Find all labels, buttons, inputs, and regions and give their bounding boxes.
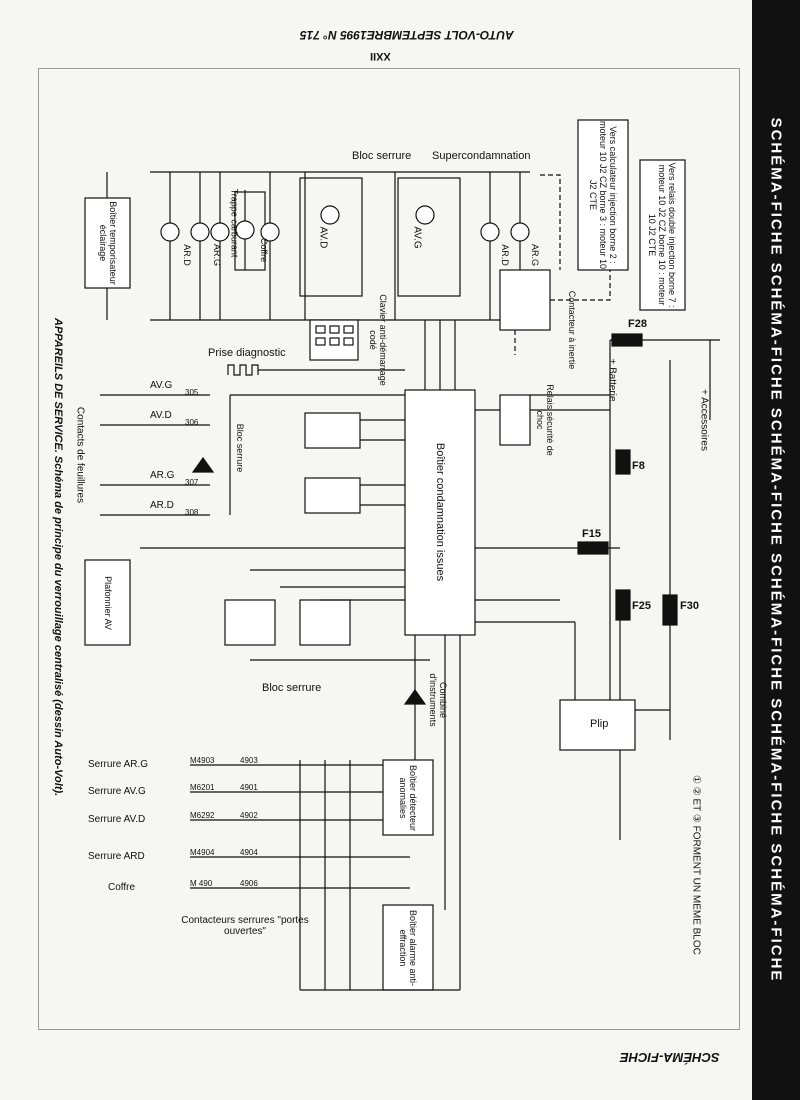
label-bloc-serrure-bottom: Bloc serrure — [262, 682, 322, 694]
label-central-box: Boîtier condamnation issues — [434, 442, 446, 582]
top-motors — [160, 172, 530, 320]
serrure-label-1: Serrure AV.G — [88, 786, 146, 797]
serrure-m2-2: M6292 — [190, 811, 215, 820]
switch-label-avg: AV.G — [150, 380, 173, 391]
footer-label: SCHÉMA-FICHE — [620, 1050, 720, 1065]
serrure-m2-0: M4903 — [190, 756, 215, 765]
relais-securite — [475, 394, 610, 446]
motor-label-arg-left: AR.G — [212, 243, 223, 267]
fuse-f8: F8 — [632, 460, 645, 472]
serrure-label-3: Serrure ARD — [88, 851, 145, 862]
label-relais-secu: Relais sécurité de choc — [535, 384, 555, 456]
serrure-m2-4: M 490 — [190, 879, 213, 888]
label-contacteurs-serrures: Contacteurs serrures "portes ouvertes" — [181, 915, 309, 937]
label-relais-injection: Vers relais double injection borne 7 : m… — [647, 162, 677, 308]
left-switches — [100, 394, 231, 516]
switch-label-ard: AR.D — [150, 500, 174, 511]
motor-label-avg-top: AV.G — [411, 226, 423, 249]
diagram-frame — [38, 68, 740, 1030]
serrure-m2-1: M6201 — [190, 783, 215, 792]
serrure-wire-1: 4901 — [240, 783, 258, 792]
serrure-wire-4: 4906 — [240, 879, 258, 888]
label-alarme: Boîtier alarme anti-effraction — [398, 909, 418, 987]
label-batterie: + Batterie — [606, 358, 618, 402]
label-combine: Combiné d'instruments — [428, 673, 448, 727]
mid-locks — [140, 394, 405, 549]
label-contacts-feuillures: Contacts de feuillures — [74, 406, 86, 504]
side-strip: SCHÉMA-FICHE SCHÉMA-FICHE SCHÉMA-FICHE S… — [752, 0, 800, 1100]
lower-locks — [84, 559, 430, 661]
switch-label-arg: AR.G — [150, 470, 175, 481]
label-boitier-temp: Boîtier temporisateur éclairage — [98, 201, 118, 285]
serrure-label-0: Serrure AR.G — [88, 759, 149, 770]
serrure-label-4: Coffre — [108, 882, 136, 893]
label-contacteur-inertie: Contacteur à inertie — [567, 290, 577, 370]
fuse-f30: F30 — [680, 600, 699, 612]
lower-boxes — [190, 635, 461, 991]
motor-label-avd-top: AV.D — [317, 226, 329, 249]
switch-wire-307: 307 — [185, 478, 199, 487]
switch-wire-305: 305 — [185, 388, 199, 397]
fuse-f25: F25 — [632, 600, 651, 612]
label-bloc-serrure-left: Bloc serrure — [235, 423, 245, 473]
motor-label-arg-right: AR.G — [530, 243, 541, 267]
label-prise-diagnostic: Prise diagnostic — [208, 347, 286, 359]
fuse-f28: F28 — [628, 318, 647, 330]
label-supercondamnation: Supercondamnation — [432, 150, 531, 162]
side-strip-text: SCHÉMA-FICHE SCHÉMA-FICHE SCHÉMA-FICHE S… — [767, 117, 785, 983]
switch-wire-306: 306 — [185, 418, 199, 427]
caption: APPAREILS DE SERVICE. Schéma de principe… — [52, 318, 64, 797]
label-clavier: Clavier anti-démarrage codé — [368, 294, 388, 386]
motor-label-coffre: Coffre — [259, 237, 270, 263]
fuse-f15: F15 — [582, 528, 601, 540]
label-bloc-serrure-top: Bloc serrure — [352, 150, 412, 162]
plip — [475, 599, 670, 840]
label-calc-injection: Vers calculateur injection borne 2 : mot… — [588, 120, 618, 270]
central-box — [404, 320, 476, 636]
switch-wire-308: 308 — [185, 508, 199, 517]
serrure-m2-3: M4904 — [190, 848, 215, 857]
serrure-label-2: Serrure AV.D — [88, 814, 146, 825]
fuses — [475, 333, 720, 740]
label-plip: Plip — [590, 718, 609, 730]
clavier — [309, 319, 359, 361]
switch-label-avd: AV.D — [150, 410, 172, 421]
note-bloc: ① ② ET ③ FORMENT UN MEME BLOC — [690, 775, 702, 955]
label-plafonnier: Plafonnier AV — [103, 576, 113, 630]
motor-label-trappe: Trappe carburant — [229, 188, 240, 258]
boitier-temporisateur — [84, 172, 131, 320]
label-detecteur: Boîtier détecteur anomalies — [398, 764, 418, 832]
injection-boxes — [499, 119, 686, 355]
prise-diagnostic — [227, 364, 405, 376]
motor-label-ard-right: AR.D — [499, 244, 510, 266]
serrure-wire-3: 4904 — [240, 848, 258, 857]
serrure-wire-0: 4903 — [240, 756, 258, 765]
motor-label-ard-left: AR.D — [181, 244, 192, 266]
label-accessoires: + Accessoires — [698, 389, 710, 451]
serrure-wire-2: 4902 — [240, 811, 258, 820]
